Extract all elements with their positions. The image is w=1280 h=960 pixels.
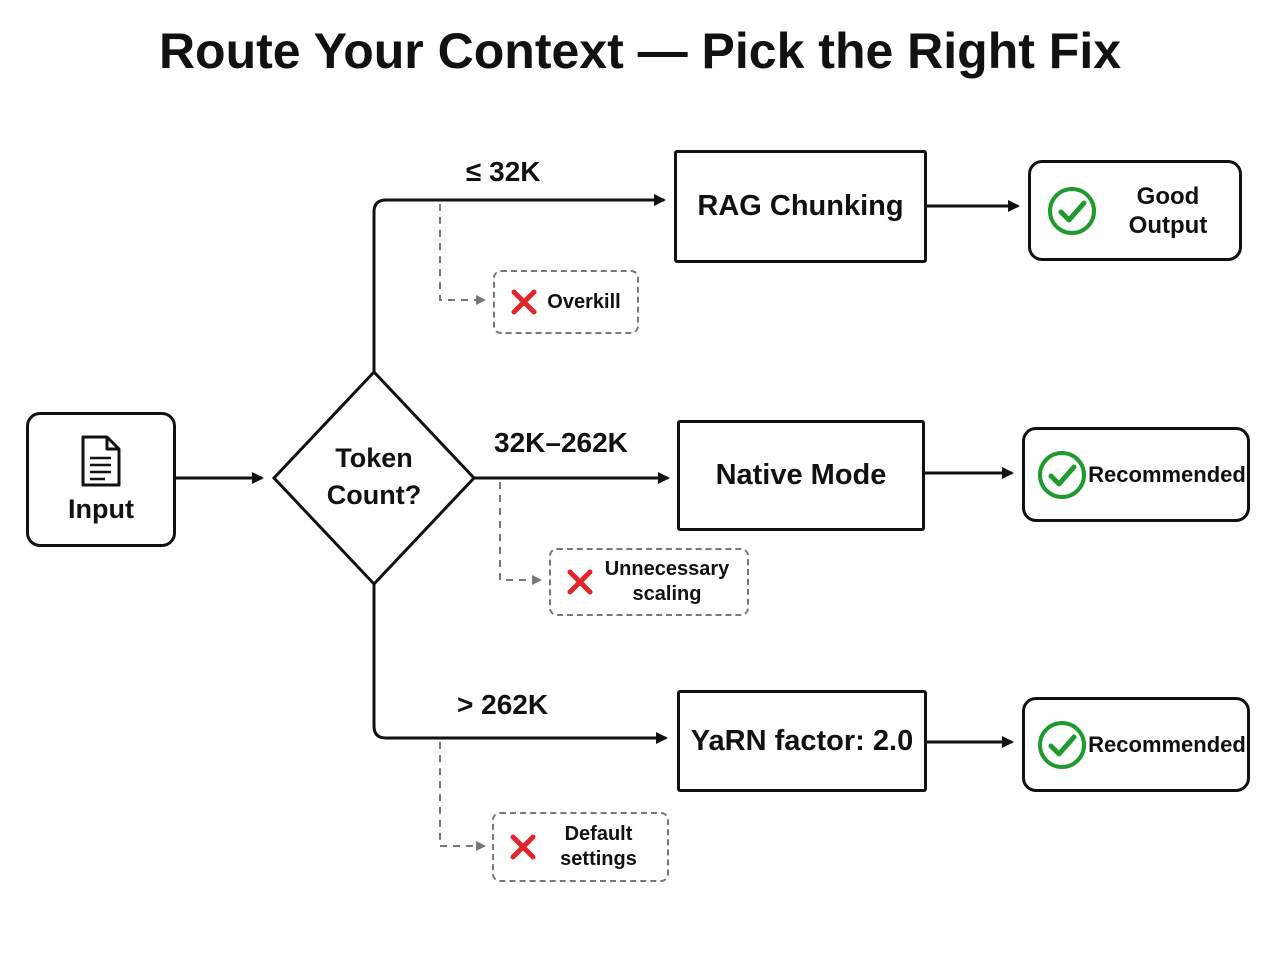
result-good-output: Good Output <box>1028 160 1242 261</box>
process-label: RAG Chunking <box>697 190 904 222</box>
result-label-line-1: Recommended <box>1088 462 1246 487</box>
result-label-line-2: Output <box>1128 211 1208 239</box>
result-label: Recommended <box>1087 730 1247 759</box>
alternative-label: Default settings <box>536 822 667 872</box>
check-circle-icon <box>1048 186 1096 235</box>
alternative-overkill: Overkill <box>493 270 639 334</box>
check-circle-icon <box>1038 720 1086 769</box>
check-circle-icon <box>1038 450 1086 499</box>
decision-line-1: Token <box>335 443 413 473</box>
alternative-unnecessary-scaling: Unnecessary scaling <box>549 548 749 616</box>
process-label: YaRN factor: 2.0 <box>690 724 914 757</box>
alternative-label: Overkill <box>537 290 637 315</box>
arrow-branch-bottom <box>372 584 668 744</box>
alternative-label-line-2: settings <box>560 848 637 870</box>
dashed-arrow-default <box>439 742 486 851</box>
alternative-label-line-1: Overkill <box>547 290 621 313</box>
arrow-branch-top <box>372 194 666 372</box>
page-title: Route Your Context — Pick the Right Fix <box>158 23 1122 79</box>
alternative-label-line-2: scaling <box>632 583 702 605</box>
process-rag-chunking: RAG Chunking <box>674 150 927 263</box>
result-recommended-native: Recommended <box>1022 427 1250 522</box>
process-yarn-factor: YaRN factor: 2.0 <box>677 690 927 792</box>
result-label-line-1: Recommended <box>1088 732 1246 757</box>
process-native-mode: Native Mode <box>677 420 925 531</box>
input-node: Input <box>26 412 176 547</box>
branch-label-bottom: > 262K <box>457 689 549 720</box>
cross-icon <box>567 569 593 595</box>
alternative-label-line-1: Default <box>564 823 633 845</box>
result-label-line-1: Good <box>1136 182 1200 210</box>
dashed-arrow-unnecessary <box>499 482 542 585</box>
branch-label-top: ≤ 32K <box>466 156 541 187</box>
result-label: Recommended <box>1087 460 1247 489</box>
branch-label-middle: 32K–262K <box>494 427 628 458</box>
alternative-label-line-1: Unnecessary <box>604 558 730 580</box>
cross-icon <box>510 834 536 860</box>
dashed-arrow-overkill <box>439 204 486 305</box>
result-recommended-yarn: Recommended <box>1022 697 1250 792</box>
input-label: Input <box>68 494 134 524</box>
document-icon <box>81 435 121 487</box>
alternative-default-settings: Default settings <box>492 812 669 882</box>
cross-icon <box>511 289 537 315</box>
process-label: Native Mode <box>715 459 887 491</box>
result-label: Good Output <box>1097 182 1239 240</box>
alternative-label: Unnecessary scaling <box>593 557 747 607</box>
decision-label: Token Count? <box>300 440 448 514</box>
decision-line-2: Count? <box>326 480 422 510</box>
